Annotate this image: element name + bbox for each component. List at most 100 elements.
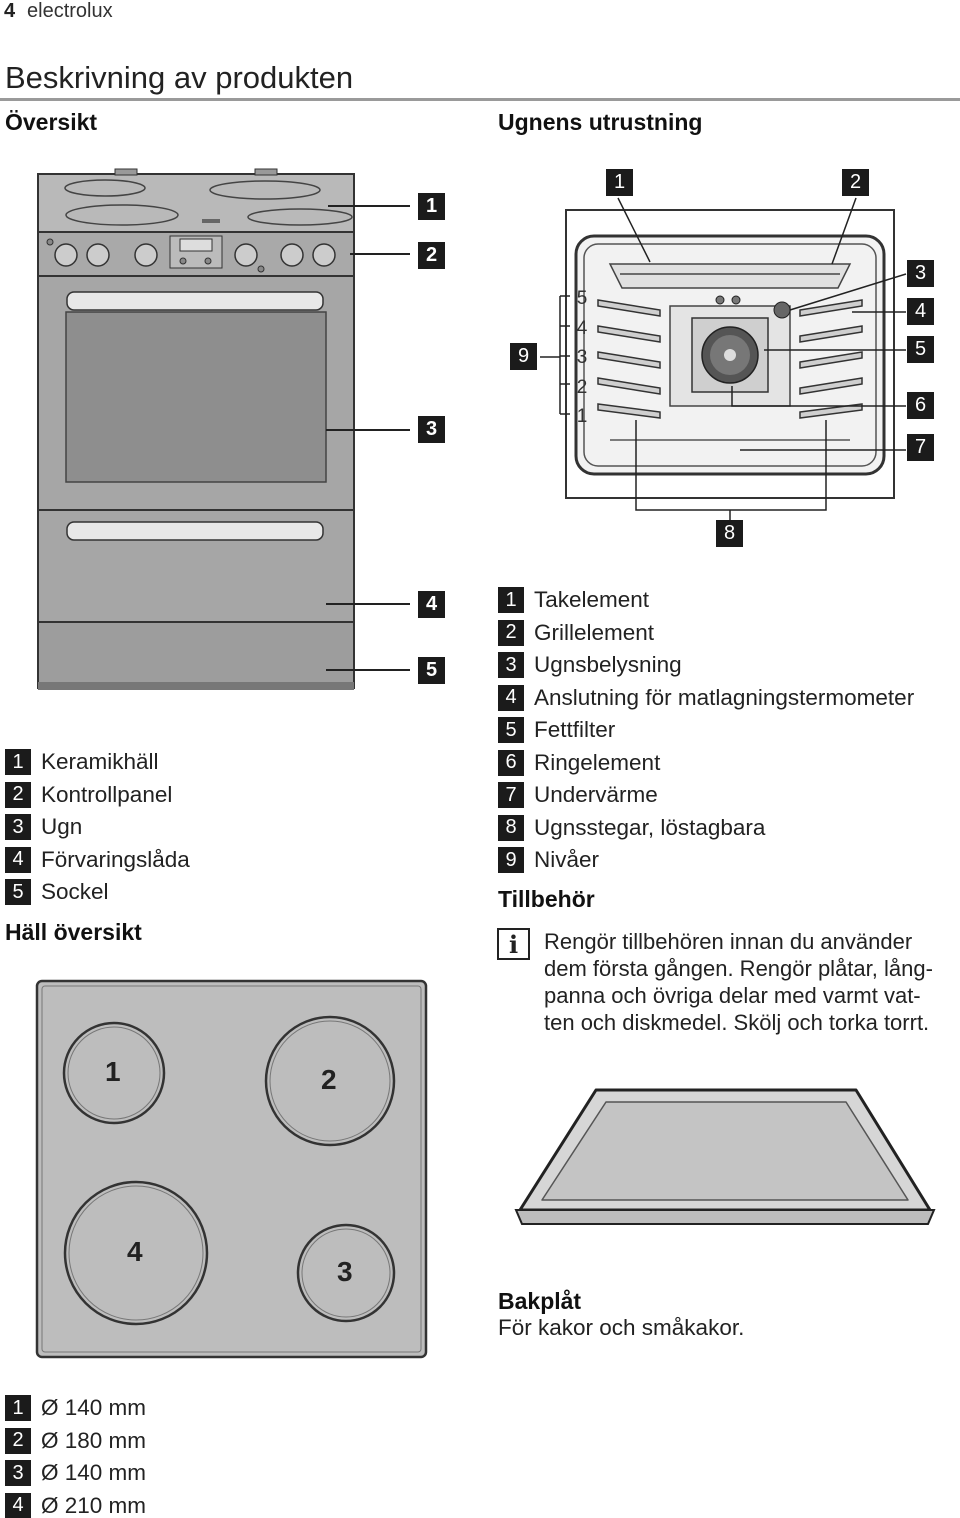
legend-label: Ø 210 mm bbox=[41, 1492, 147, 1518]
legend-row: 2 Grillelement bbox=[498, 617, 914, 650]
note-line: panna och övriga delar med varmt vat- bbox=[544, 983, 921, 1008]
oven-callout-8: 8 bbox=[716, 520, 743, 547]
legend-number: 4 bbox=[5, 846, 31, 873]
legend-row: 5 Sockel bbox=[5, 876, 190, 909]
hob-zone-label-1: 1 bbox=[105, 1056, 121, 1087]
hob-legend: 1 Ø 140 mm 2 Ø 180 mm 3 Ø 140 mm 4 Ø 210 mm bbox=[5, 1392, 146, 1518]
overview-legend: 1 Keramikhäll 2 Kontrollpanel 3 Ugn 4 Förvar… bbox=[5, 746, 190, 909]
note-line: Rengör tillbehören innan du använder bbox=[544, 929, 913, 954]
overview-callout-1: 1 bbox=[418, 193, 445, 220]
hob-zone-label-4: 4 bbox=[127, 1236, 143, 1267]
legend-row: 9 Nivåer bbox=[498, 844, 914, 877]
legend-number: 6 bbox=[498, 749, 524, 776]
legend-number: 2 bbox=[498, 619, 524, 646]
legend-row: 1 Keramikhäll bbox=[5, 746, 190, 779]
brand-name: electrolux bbox=[27, 0, 113, 22]
overview-callout-5: 5 bbox=[418, 657, 445, 684]
oven-callout-2: 2 bbox=[842, 169, 869, 196]
accessories-note: Rengör tillbehören innan du använder dem… bbox=[544, 928, 960, 1036]
baking-tray-title: Bakplåt bbox=[498, 1288, 582, 1314]
oven-callout-3: 3 bbox=[907, 260, 934, 287]
oven-callout-9: 9 bbox=[510, 343, 537, 370]
title-rule bbox=[0, 98, 960, 101]
legend-number: 1 bbox=[498, 587, 524, 614]
legend-number: 1 bbox=[5, 749, 31, 776]
oven-callout-7: 7 bbox=[907, 434, 934, 461]
baking-tray-desc: För kakor och småkakor. bbox=[498, 1315, 745, 1340]
hob-zone-label-2: 2 bbox=[321, 1064, 337, 1095]
legend-label: Ø 140 mm bbox=[41, 1460, 147, 1486]
legend-row: 6 Ringelement bbox=[498, 747, 914, 780]
legend-number: 4 bbox=[5, 1492, 31, 1518]
page-number: 4 bbox=[4, 0, 16, 22]
legend-label: Keramikhäll bbox=[41, 749, 159, 775]
level-5: 5 bbox=[576, 288, 588, 309]
legend-label: Fettfilter bbox=[534, 717, 616, 743]
legend-row: 8 Ugnsstegar, löstagbara bbox=[498, 812, 914, 845]
legend-number: 3 bbox=[498, 652, 524, 679]
oven-interior-illustration bbox=[540, 197, 907, 520]
hob-illustration bbox=[35, 979, 428, 1359]
overview-heading: Översikt bbox=[5, 109, 98, 135]
info-icon: i bbox=[497, 928, 530, 960]
legend-row: 4 Anslutning för matlagningstermometer bbox=[498, 682, 914, 715]
oven-callout-6: 6 bbox=[907, 392, 934, 419]
legend-row: 4 Ø 210 mm bbox=[5, 1490, 146, 1518]
legend-number: 5 bbox=[5, 879, 31, 906]
legend-row: 2 Ø 180 mm bbox=[5, 1425, 146, 1458]
accessories-heading: Tillbehör bbox=[498, 886, 595, 912]
level-numbers: 5 4 3 2 1 bbox=[572, 284, 592, 432]
legend-label: Förvaringslåda bbox=[41, 846, 190, 872]
legend-row: 1 Ø 140 mm bbox=[5, 1392, 146, 1425]
legend-row: 3 Ugn bbox=[5, 811, 190, 844]
legend-row: 2 Kontrollpanel bbox=[5, 779, 190, 812]
legend-row: 3 Ø 140 mm bbox=[5, 1457, 146, 1490]
legend-label: Grillelement bbox=[534, 619, 655, 645]
overview-callout-3: 3 bbox=[418, 416, 445, 443]
legend-number: 7 bbox=[498, 782, 524, 809]
legend-number: 2 bbox=[5, 781, 31, 808]
legend-number: 2 bbox=[5, 1427, 31, 1454]
legend-number: 3 bbox=[5, 814, 31, 841]
page-title: Beskrivning av produkten bbox=[5, 60, 354, 95]
baking-tray-illustration bbox=[514, 1088, 936, 1225]
cooker-illustration bbox=[37, 168, 410, 690]
legend-label: Nivåer bbox=[534, 847, 600, 873]
note-line: ten och diskmedel. Skölj och torka torrt… bbox=[544, 1010, 930, 1035]
legend-label: Ugn bbox=[41, 814, 83, 840]
overview-callout-4: 4 bbox=[418, 591, 445, 618]
oven-callout-1: 1 bbox=[606, 169, 633, 196]
legend-number: 3 bbox=[5, 1460, 31, 1487]
legend-number: 9 bbox=[498, 847, 524, 874]
legend-label: Kontrollpanel bbox=[41, 781, 173, 807]
legend-label: Anslutning för matlagningstermometer bbox=[534, 684, 915, 710]
legend-row: 3 Ugnsbelysning bbox=[498, 649, 914, 682]
legend-label: Sockel bbox=[41, 879, 109, 905]
oven-callout-4: 4 bbox=[907, 298, 934, 325]
oven-callout-5: 5 bbox=[907, 336, 934, 363]
legend-label: Ringelement bbox=[534, 749, 661, 775]
legend-label: Ugnsbelysning bbox=[534, 652, 682, 678]
overview-callout-2: 2 bbox=[418, 242, 445, 269]
legend-number: 1 bbox=[5, 1395, 31, 1422]
level-4: 4 bbox=[576, 317, 588, 339]
legend-label: Ø 180 mm bbox=[41, 1427, 147, 1453]
oven-heading: Ugnens utrustning bbox=[498, 109, 703, 135]
level-2: 2 bbox=[576, 376, 588, 398]
legend-label: Ugnsstegar, löstagbara bbox=[534, 814, 766, 840]
legend-label: Undervärme bbox=[534, 782, 658, 808]
legend-label: Ø 140 mm bbox=[41, 1395, 147, 1421]
level-1: 1 bbox=[576, 406, 588, 427]
legend-label: Takelement bbox=[534, 587, 650, 613]
legend-row: 4 Förvaringslåda bbox=[5, 844, 190, 877]
legend-row: 5 Fettfilter bbox=[498, 714, 914, 747]
legend-number: 8 bbox=[498, 814, 524, 841]
legend-row: 7 Undervärme bbox=[498, 779, 914, 812]
note-line: dem första gången. Rengör plåtar, lång- bbox=[544, 956, 933, 981]
oven-legend: 1 Takelement 2 Grillelement 3 Ugnsbelysning… bbox=[498, 584, 914, 877]
legend-number: 4 bbox=[498, 684, 524, 711]
level-3: 3 bbox=[576, 347, 588, 368]
hob-heading: Häll översikt bbox=[5, 919, 142, 945]
legend-row: 1 Takelement bbox=[498, 584, 914, 617]
legend-number: 5 bbox=[498, 717, 524, 744]
